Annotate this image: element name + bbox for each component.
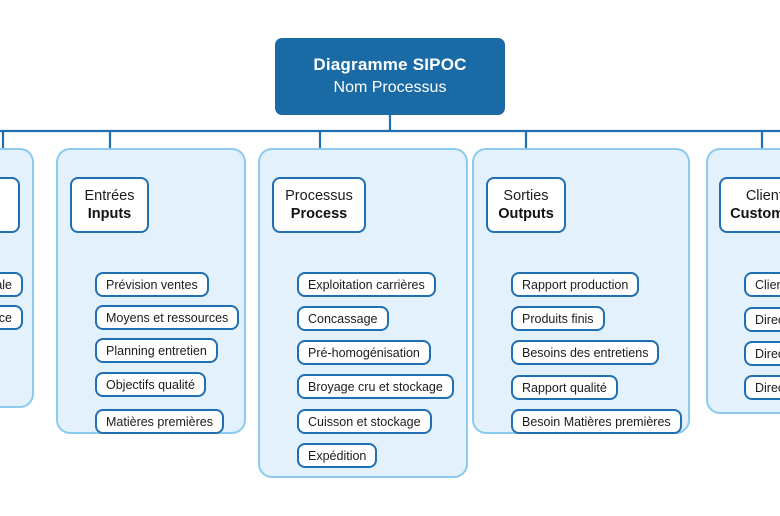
item-inputs-3[interactable]: Objectifs qualité [95, 372, 206, 397]
column-header-outputs[interactable]: Sorties Outputs [486, 177, 566, 233]
item-inputs-4[interactable]: Matières premières [95, 409, 224, 434]
column-header-suppliers[interactable] [0, 177, 20, 233]
item-customers-1-label: Direct [755, 312, 780, 327]
item-outputs-1-label: Produits finis [522, 311, 594, 326]
item-process-4-label: Cuisson et stockage [308, 414, 421, 429]
item-process-3[interactable]: Broyage cru et stockage [297, 374, 454, 399]
item-process-1-label: Concassage [308, 311, 378, 326]
item-outputs-4[interactable]: Besoin Matières premières [511, 409, 682, 434]
item-suppliers-1[interactable]: ce [0, 305, 23, 330]
column-header-inputs[interactable]: Entrées Inputs [70, 177, 149, 233]
column-header-customers-fr: Clients [745, 187, 780, 204]
column-header-process[interactable]: Processus Process [272, 177, 366, 233]
column-header-process-en: Process [290, 206, 348, 222]
item-process-3-label: Broyage cru et stockage [308, 379, 443, 394]
column-header-inputs-en: Inputs [87, 206, 132, 222]
item-customers-3[interactable]: Direct [744, 375, 780, 400]
item-customers-0[interactable]: Client [744, 272, 780, 297]
item-process-4[interactable]: Cuisson et stockage [297, 409, 432, 434]
item-customers-2[interactable]: Direct [744, 341, 780, 366]
item-process-0-label: Exploitation carrières [308, 277, 425, 292]
item-suppliers-0[interactable]: ale [0, 272, 23, 297]
item-inputs-0[interactable]: Prévision ventes [95, 272, 209, 297]
item-inputs-2[interactable]: Planning entretien [95, 338, 218, 363]
item-inputs-1-label: Moyens et ressources [106, 310, 229, 325]
item-outputs-0[interactable]: Rapport production [511, 272, 640, 297]
item-process-2-label: Pré-homogénisation [308, 345, 420, 360]
item-outputs-1[interactable]: Produits finis [511, 306, 605, 331]
item-process-5[interactable]: Expédition [297, 443, 378, 468]
item-inputs-0-label: Prévision ventes [106, 277, 198, 292]
diagram-title-main: Diagramme SIPOC [313, 55, 467, 75]
item-inputs-3-label: Objectifs qualité [106, 377, 195, 392]
item-customers-0-label: Client [755, 277, 780, 292]
item-process-1[interactable]: Concassage [297, 306, 389, 331]
column-header-inputs-fr: Entrées [84, 187, 135, 204]
item-suppliers-0-label: ale [0, 277, 12, 292]
item-process-0[interactable]: Exploitation carrières [297, 272, 436, 297]
item-inputs-1[interactable]: Moyens et ressources [95, 305, 240, 330]
diagram-title-sub: Nom Processus [333, 78, 447, 96]
item-process-5-label: Expédition [308, 448, 367, 463]
item-outputs-3[interactable]: Rapport qualité [511, 375, 618, 400]
item-customers-1[interactable]: Direct [744, 307, 780, 332]
column-header-customers-en: Customers [730, 206, 780, 222]
column-header-outputs-fr: Sorties [503, 187, 549, 204]
item-outputs-2[interactable]: Besoins des entretiens [511, 340, 660, 365]
item-inputs-4-label: Matières premières [106, 414, 213, 429]
item-customers-3-label: Direct [755, 380, 780, 395]
item-process-2[interactable]: Pré-homogénisation [297, 340, 431, 365]
column-header-customers[interactable]: Clients Customers [719, 177, 780, 233]
column-header-process-fr: Processus [285, 187, 353, 204]
column-header-outputs-en: Outputs [498, 206, 554, 222]
item-outputs-0-label: Rapport production [522, 277, 629, 292]
item-outputs-4-label: Besoin Matières premières [522, 414, 671, 429]
item-inputs-2-label: Planning entretien [106, 343, 207, 358]
item-suppliers-1-label: ce [0, 310, 12, 325]
diagram-title-box: Diagramme SIPOC Nom Processus [275, 38, 505, 115]
item-customers-2-label: Direct [755, 346, 780, 361]
item-outputs-3-label: Rapport qualité [522, 380, 607, 395]
item-outputs-2-label: Besoins des entretiens [522, 345, 649, 360]
